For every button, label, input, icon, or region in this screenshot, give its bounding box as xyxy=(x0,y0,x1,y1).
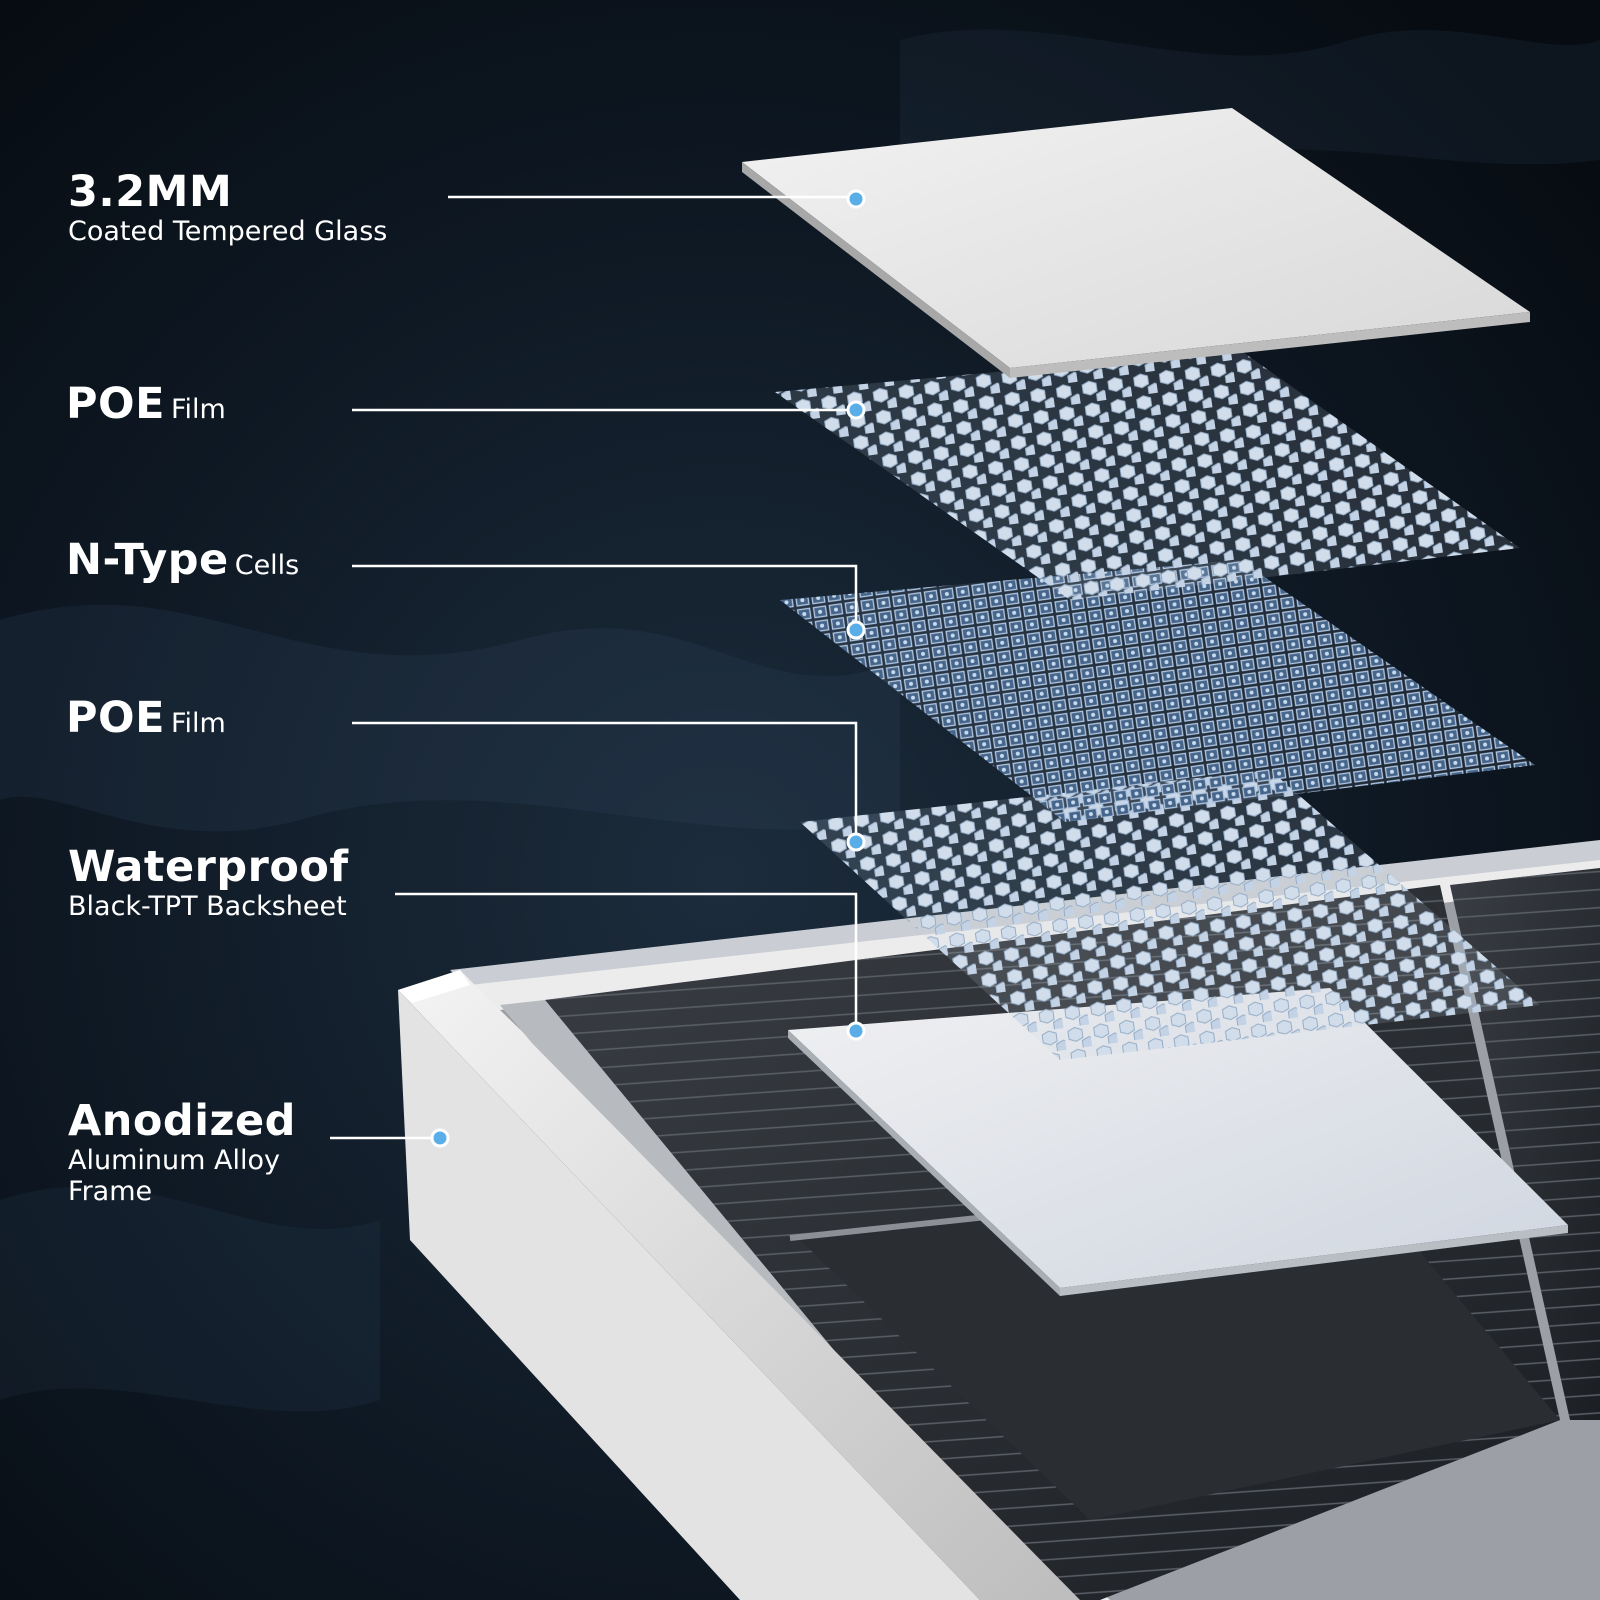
label-backsheet: Waterproof Black-TPT Backsheet xyxy=(68,843,349,922)
callout-line-backsheet xyxy=(395,892,858,1030)
label-poe-lower-subtitle: Film xyxy=(170,708,226,739)
label-poe-upper-title: POE xyxy=(66,379,165,429)
label-backsheet-subtitle: Black-TPT Backsheet xyxy=(68,891,347,922)
aluminum-frame xyxy=(398,970,1080,1600)
label-frame-subtitle: Aluminum Alloy Frame xyxy=(68,1145,280,1207)
callout-lines xyxy=(330,195,858,1140)
label-glass: 3.2MM Coated Tempered Glass xyxy=(68,168,387,247)
callout-dot-icon xyxy=(846,620,866,640)
callout-dot-icon xyxy=(846,1021,866,1041)
label-cells-subtitle: Cells xyxy=(234,550,300,581)
label-glass-subtitle: Coated Tempered Glass xyxy=(68,216,388,247)
label-backsheet-title: Waterproof xyxy=(68,842,349,892)
background-texture xyxy=(0,29,1600,1412)
poe-film-upper-layer xyxy=(775,350,1520,600)
tempered-glass-layer xyxy=(742,108,1530,378)
poe-film-lower-layer xyxy=(800,770,1540,1060)
label-poe-upper-subtitle: Film xyxy=(170,394,226,425)
label-poe-lower-title: POE xyxy=(66,693,165,743)
label-frame-title: Anodized xyxy=(68,1096,296,1146)
callout-dot-icon xyxy=(846,400,866,420)
n-type-cells-layer xyxy=(780,560,1535,822)
backsheet-layer xyxy=(788,988,1568,1296)
label-cells-title: N-Type xyxy=(66,535,229,585)
callout-dot-icon xyxy=(430,1128,450,1148)
label-glass-title: 3.2MM xyxy=(68,167,233,217)
callout-dot-icon xyxy=(846,189,866,209)
callout-line-poe-lower xyxy=(352,721,858,842)
callout-dot-icon xyxy=(846,832,866,852)
label-frame: Anodized Aluminum Alloy Frame xyxy=(68,1097,328,1207)
callout-line-cells xyxy=(352,564,858,628)
